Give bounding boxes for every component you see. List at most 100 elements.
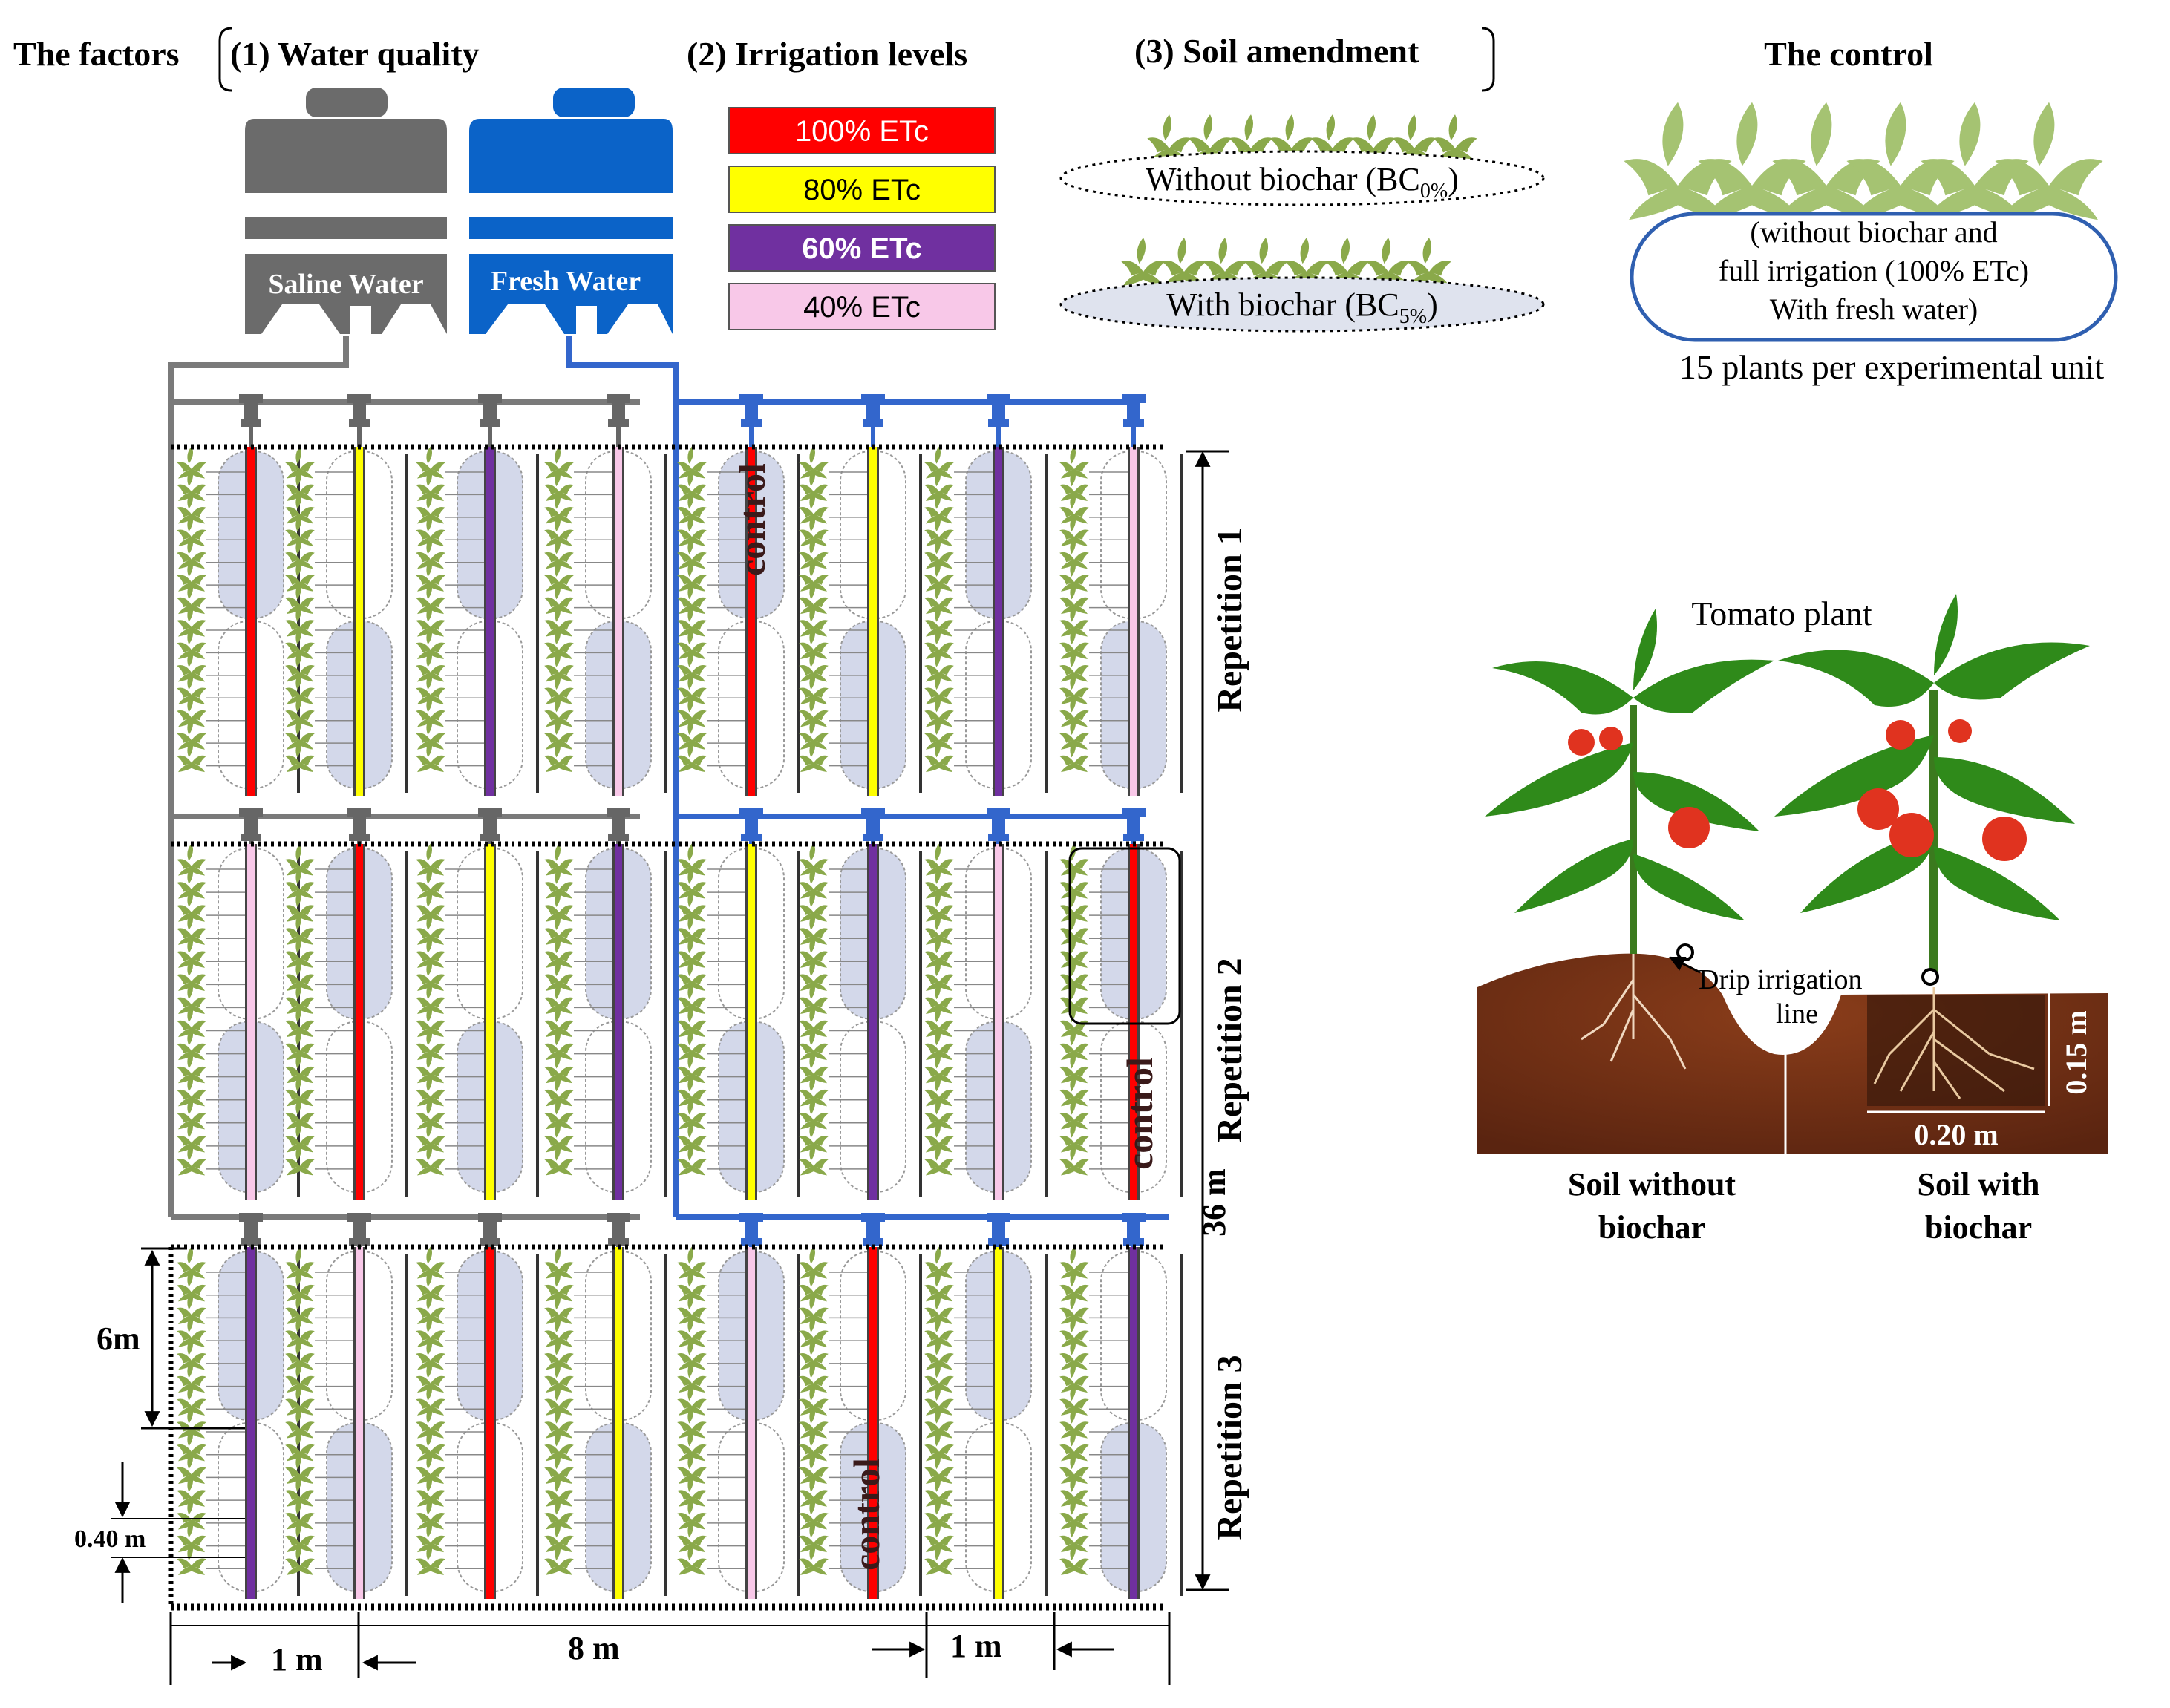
plant-icon <box>677 717 707 750</box>
depth-label: 0.15 m <box>2059 1010 2093 1094</box>
plant-icon <box>1059 626 1089 660</box>
plant-icon <box>416 468 445 502</box>
plant-icon <box>544 672 574 704</box>
plant-icon <box>1147 114 1192 163</box>
plant-icon <box>544 1292 574 1325</box>
control-plants <box>1624 102 2103 220</box>
plant-icon <box>924 981 954 1015</box>
plant-icon <box>544 1027 574 1061</box>
plant-icon <box>416 1315 445 1347</box>
plant-icon <box>1059 1074 1089 1107</box>
plant-icon <box>1121 238 1166 286</box>
fresh-water-tank: Fresh Water <box>469 88 673 334</box>
plant-icon <box>177 958 206 991</box>
plant-icon <box>416 1360 445 1393</box>
plant-icon <box>177 468 206 502</box>
plant-icon <box>1059 1338 1089 1370</box>
control-label-rep3: control <box>846 1458 887 1571</box>
plant-icon <box>285 626 315 660</box>
plant-icon <box>177 581 206 615</box>
plant-icon <box>1229 114 1273 163</box>
plant-icon <box>924 491 954 524</box>
plant-icon <box>285 1360 315 1393</box>
plant-icon <box>416 491 445 524</box>
plant-icon <box>677 981 707 1015</box>
plant-icon <box>285 1497 315 1530</box>
field-row <box>177 1213 300 1599</box>
plant-icon <box>416 866 445 899</box>
plant-icon <box>1059 1429 1089 1462</box>
control-box <box>1630 212 2118 342</box>
plant-icon <box>677 1315 707 1347</box>
plant-icon <box>416 1474 445 1507</box>
plant-icon <box>285 672 315 704</box>
plant-icon <box>177 1429 206 1462</box>
plant-icon <box>544 958 574 991</box>
plant-icon <box>677 1429 707 1462</box>
plant-icon <box>799 843 829 876</box>
plant-row-with-biochar <box>1121 238 1451 286</box>
plant-icon <box>1162 238 1206 286</box>
header: The factors (1) Water quality (2) Irriga… <box>13 27 1933 92</box>
soil-without-label-2: biochar <box>1598 1209 1705 1246</box>
plant-icon <box>416 1120 445 1153</box>
plant-icon <box>544 866 574 899</box>
plant-icon <box>416 958 445 991</box>
plant-icon <box>177 1474 206 1507</box>
plant-icon <box>177 650 206 682</box>
plant-icon <box>544 1474 574 1507</box>
plant-icon <box>1772 102 1880 220</box>
plant-icon <box>799 1292 829 1325</box>
plant-icon <box>416 1519 445 1553</box>
field-row <box>1059 1213 1183 1599</box>
fresh-water-label: Fresh Water <box>491 266 641 297</box>
plant-icon <box>924 626 954 660</box>
plant-icon <box>799 1474 829 1507</box>
factor-water-quality: (1) Water quality <box>230 35 480 73</box>
plant-icon <box>285 1338 315 1370</box>
plant-icon <box>416 672 445 704</box>
plant-icon <box>285 581 315 615</box>
plant-icon <box>1059 935 1089 968</box>
plant-icon <box>799 537 829 569</box>
plant-icon <box>924 604 954 637</box>
irrigation-level-label: 40% ETc <box>803 291 921 324</box>
plant-icon <box>177 1338 206 1370</box>
plant-icon <box>544 1074 574 1107</box>
plant-icon <box>544 1143 574 1176</box>
plant-icon <box>677 935 707 968</box>
plant-icon <box>177 1360 206 1393</box>
plant-icon <box>416 1497 445 1530</box>
plant-icon <box>677 739 707 773</box>
plant-icon <box>924 958 954 991</box>
plant-icon <box>924 1004 954 1038</box>
plant-icon <box>416 912 445 945</box>
plant-icon <box>677 695 707 727</box>
field-row <box>1059 394 1183 796</box>
control-line-3: With fresh water) <box>1770 292 1978 326</box>
plant-icon <box>285 514 315 546</box>
factors-brace-right <box>1481 27 1495 92</box>
plant-icon <box>924 1315 954 1347</box>
plant-icon <box>1059 1497 1089 1530</box>
plant-icon <box>416 1406 445 1439</box>
plant-icon <box>924 1519 954 1553</box>
plant-icon <box>799 958 829 991</box>
field-row <box>416 394 539 796</box>
plant-icon <box>177 889 206 922</box>
plant-icon <box>924 1383 954 1416</box>
plant-icon <box>544 1004 574 1038</box>
plant-icon <box>1059 1451 1089 1485</box>
plant-icon <box>544 1497 574 1530</box>
field-row <box>677 808 800 1200</box>
plant-icon <box>1059 1097 1089 1130</box>
plant-icon <box>1059 581 1089 615</box>
plant-icon <box>285 650 315 682</box>
plant-icon <box>677 514 707 546</box>
plant-icon <box>924 1120 954 1153</box>
plant-icon <box>677 866 707 899</box>
plant-icon <box>1284 238 1329 286</box>
plant-icon <box>677 468 707 502</box>
plant-icon <box>799 1519 829 1553</box>
plant-icon <box>177 739 206 773</box>
